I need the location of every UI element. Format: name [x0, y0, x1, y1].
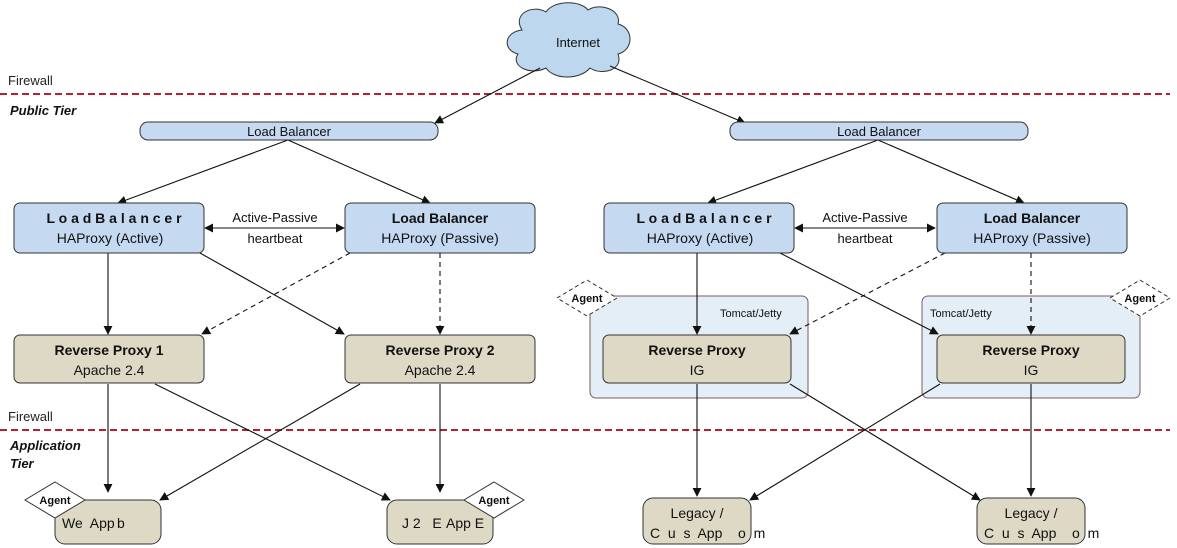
right-connectors [609, 65, 1036, 501]
right-rp2-sub: IG [1024, 362, 1039, 378]
right-rp2-title: Reverse Proxy [982, 342, 1080, 358]
right-container-1-label: Tomcat/Jetty [720, 308, 782, 320]
left-agent-diamond-2 [463, 481, 525, 519]
left-web-app-label: We App [62, 515, 115, 531]
firewall-label-bottom: Firewall [8, 409, 53, 424]
left-j2ee-app [386, 499, 494, 545]
left-top-load-balancer [139, 121, 439, 141]
right-legacy-app-1 [642, 497, 752, 545]
left-j2ee-app-overlap: App E [446, 515, 484, 531]
left-lb-active-title: L o a d B a l a n c e r [46, 210, 182, 226]
right-container-2-label: Tomcat/Jetty [930, 308, 992, 320]
left-heartbeat-label-2: heartbeat [248, 231, 303, 246]
right-legacy-1-overlap: o m [738, 525, 765, 541]
right-reverse-proxy-1 [602, 334, 792, 384]
right-rp1-title: Reverse Proxy [648, 342, 746, 358]
left-top-load-balancer-label: Load Balancer [247, 124, 332, 139]
right-lb-active-title: L o a d B a l a n c e r [636, 210, 772, 226]
left-reverse-proxy-2 [344, 334, 536, 384]
right-heartbeat-label-2: heartbeat [838, 231, 893, 246]
left-lb-active-sub: HAProxy (Active) [57, 230, 164, 246]
right-agent-label-2: Agent [1124, 293, 1156, 305]
right-lb-passive-sub: HAProxy (Passive) [973, 230, 1090, 246]
right-agent-label-1: Agent [571, 293, 603, 305]
left-rp1-title: Reverse Proxy 1 [55, 342, 164, 358]
right-lb-passive [936, 202, 1128, 254]
right-legacy-2-overlap: o m [1072, 525, 1099, 541]
left-agent-diamond-1 [24, 481, 86, 519]
left-web-app-overlap: b [117, 515, 125, 531]
right-reverse-proxy-2 [936, 334, 1126, 384]
right-lb-passive-title: Load Balancer [984, 210, 1081, 226]
right-legacy-1-line1: Legacy / [671, 505, 724, 521]
firewall-label-top: Firewall [8, 73, 53, 88]
right-legacy-1-line2: C u s App [650, 525, 723, 541]
public-tier-label: Public Tier [10, 103, 77, 118]
right-agent-diamond-2 [1109, 279, 1171, 317]
left-agent-label-1: Agent [39, 495, 71, 507]
left-connectors [103, 67, 541, 501]
left-lb-passive-sub: HAProxy (Passive) [381, 230, 498, 246]
left-lb-passive [344, 202, 536, 254]
internet-cloud: Internet [506, 2, 631, 78]
application-tier-label-2: Tier [10, 456, 35, 471]
right-heartbeat-label-1: Active-Passive [822, 210, 907, 225]
left-heartbeat-label-1: Active-Passive [232, 210, 317, 225]
right-legacy-2-line1: Legacy / [1005, 505, 1058, 521]
internet-label: Internet [556, 35, 600, 50]
left-reverse-proxy-1 [13, 334, 205, 384]
left-j2ee-app-label: J 2 E [402, 515, 442, 531]
left-web-app [54, 499, 162, 545]
right-agent-diamond-1 [556, 279, 618, 317]
application-tier-label: Application [9, 438, 81, 453]
right-rp1-sub: IG [690, 362, 705, 378]
left-agent-label-2: Agent [478, 495, 510, 507]
right-lb-active [603, 202, 795, 254]
left-lb-active [13, 202, 205, 254]
right-top-load-balancer-label: Load Balancer [837, 124, 922, 139]
left-rp1-sub: Apache 2.4 [74, 362, 145, 378]
right-legacy-app-2 [976, 497, 1086, 545]
right-top-load-balancer [729, 121, 1029, 141]
right-lb-active-sub: HAProxy (Active) [647, 230, 754, 246]
left-lb-passive-title: Load Balancer [392, 210, 489, 226]
left-rp2-title: Reverse Proxy 2 [386, 342, 495, 358]
left-rp2-sub: Apache 2.4 [405, 362, 476, 378]
right-legacy-2-line2: C u s App [984, 525, 1057, 541]
